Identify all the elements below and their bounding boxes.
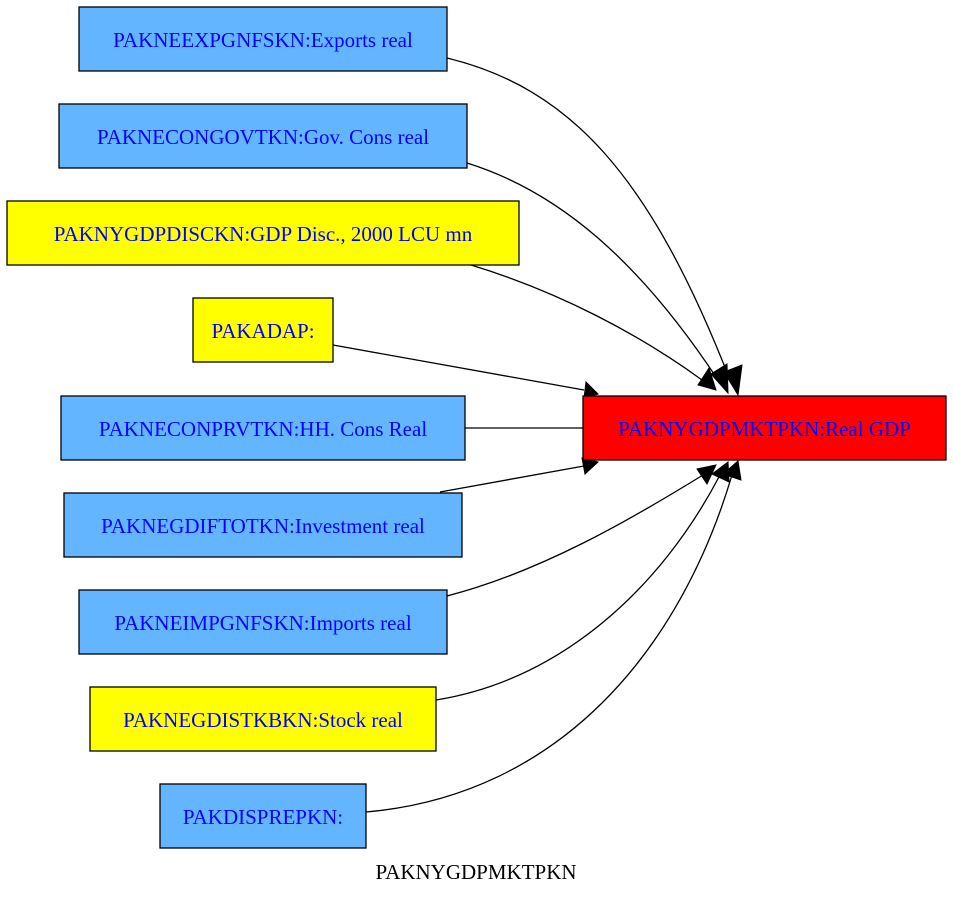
edge-disprep-to-gdp	[365, 460, 742, 813]
edge-imports-to-gdp	[446, 464, 717, 597]
node-box	[192, 297, 334, 363]
node-gov-cons-real[interactable]: PAKNECONGOVTKN:Gov. Cons real	[58, 103, 468, 169]
node-gdp-disc[interactable]: PAKNYGDPDISCKN:GDP Disc., 2000 LCU mn	[6, 200, 520, 266]
node-real-gdp[interactable]: PAKNYGDPMKTPKN:Real GDP	[582, 395, 947, 461]
node-exports-real[interactable]: PAKNEEXPGNFSKN:Exports real	[78, 6, 448, 72]
node-box	[58, 103, 468, 169]
node-box	[63, 492, 463, 558]
node-label: PAKNYGDPDISCKN:GDP Disc., 2000 LCU mn	[54, 222, 473, 246]
node-label: PAKNEIMPGNFSKN:Imports real	[114, 611, 411, 635]
node-label: PAKNEEXPGNFSKN:Exports real	[113, 28, 413, 52]
edge-exports-to-gdp	[446, 57, 743, 397]
node-box	[60, 395, 466, 461]
edge-gdpdisc-to-gdp	[470, 264, 717, 391]
node-label: PAKNECONGOVTKN:Gov. Cons real	[97, 125, 429, 149]
node-investment-real[interactable]: PAKNEGDIFTOTKN:Investment real	[63, 492, 463, 558]
node-adap[interactable]: PAKADAP:	[192, 297, 334, 363]
source-nodes: PAKNEEXPGNFSKN:Exports real PAKNECONGOVT…	[6, 6, 520, 849]
node-box	[6, 200, 520, 266]
node-label: PAKNECONPRVTKN:HH. Cons Real	[99, 417, 427, 441]
diagram-caption: PAKNYGDPMKTPKN	[375, 860, 576, 884]
node-label: PAKADAP:	[211, 319, 314, 343]
node-label: PAKNEGDISTKBKN:Stock real	[123, 708, 403, 732]
node-stock-real[interactable]: PAKNEGDISTKBKN:Stock real	[89, 686, 437, 752]
node-label: PAKNEGDIFTOTKN:Investment real	[101, 514, 425, 538]
edge-investment-to-gdp	[439, 457, 600, 493]
node-box	[582, 395, 947, 461]
node-hh-cons-real[interactable]: PAKNECONPRVTKN:HH. Cons Real	[60, 395, 466, 461]
node-box	[159, 783, 367, 849]
node-disprep[interactable]: PAKDISPREPKN:	[159, 783, 367, 849]
edge-adap-to-gdp	[332, 344, 599, 399]
node-imports-real[interactable]: PAKNEIMPGNFSKN:Imports real	[78, 589, 448, 655]
node-box	[78, 589, 448, 655]
node-label: PAKNYGDPMKTPKN:Real GDP	[618, 417, 911, 441]
node-box	[89, 686, 437, 752]
node-label: PAKDISPREPKN:	[183, 805, 343, 829]
edge-hhcons-to-gdp	[465, 419, 600, 437]
node-box	[78, 6, 448, 72]
edge-stock-to-gdp	[435, 461, 730, 701]
edge-govcons-to-gdp	[466, 162, 729, 395]
